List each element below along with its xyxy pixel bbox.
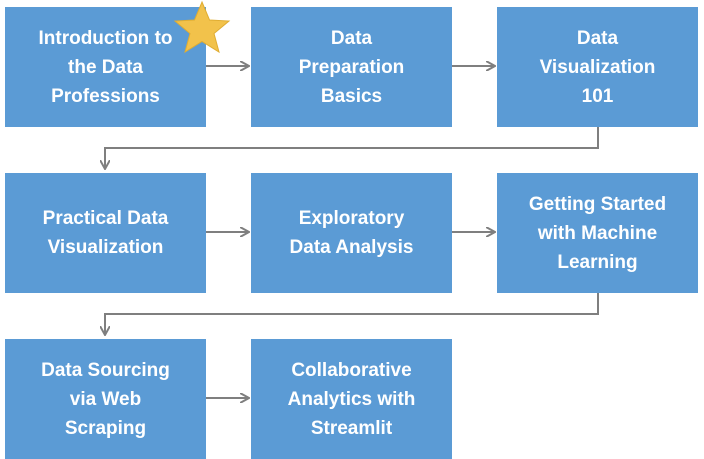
star-icon <box>173 0 231 54</box>
arrow-ml-to-scraping <box>105 293 599 334</box>
step-practical-data-visualization[interactable]: Practical Data Visualization <box>5 173 206 293</box>
step-data-sourcing-web-scraping[interactable]: Data Sourcing via Web Scraping <box>5 339 206 459</box>
step-collaborative-analytics-streamlit[interactable]: Collaborative Analytics with Streamlit <box>251 339 452 459</box>
step-data-preparation-basics[interactable]: Data Preparation Basics <box>251 7 452 127</box>
step-getting-started-machine-learning[interactable]: Getting Started with Machine Learning <box>497 173 698 293</box>
step-introduction-data-professions[interactable]: Introduction to the Data Professions <box>5 7 206 127</box>
step-exploratory-data-analysis[interactable]: Exploratory Data Analysis <box>251 173 452 293</box>
step-data-visualization-101[interactable]: Data Visualization 101 <box>497 7 698 127</box>
arrow-viz101-to-practical <box>105 127 599 168</box>
